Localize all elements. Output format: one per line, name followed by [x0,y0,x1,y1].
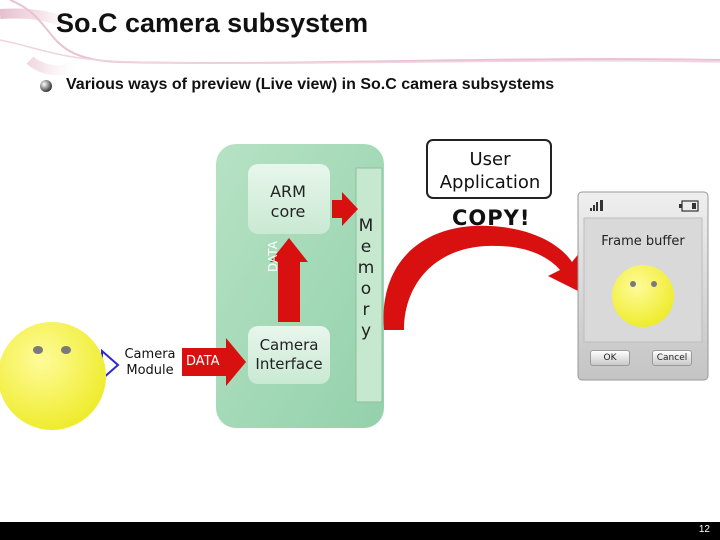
camera-module-label: Camera Module [124,347,176,378]
camera-interface-box [248,326,330,384]
slide-title: So.C camera subsystem [56,8,369,38]
battery-icon [679,200,699,212]
data-arrow-vertical [270,238,308,322]
frame-buffer-label: Frame buffer [601,234,685,249]
copy-label: COPY! [452,206,531,230]
header-swirl-decoration [0,0,720,76]
ok-button[interactable]: OK [590,350,630,366]
page-number: 12 [698,524,710,535]
data-vertical-label: DATA [266,241,280,272]
copy-arrow [383,225,584,330]
arm-core-label: ARM core [270,182,306,221]
memory-label: M e m o r y [357,216,375,341]
data-horizontal-label: DATA [186,354,220,369]
bullet-icon [40,80,52,92]
camera-interface-label: Camera Interface [255,336,323,373]
footer-bar [0,522,720,540]
camera-smiley [0,322,106,430]
arm-to-memory-arrow [332,192,358,226]
slide-subtitle: Various ways of preview (Live view) in S… [66,76,555,93]
user-application-label: User Application [439,149,541,193]
memory-block [355,167,383,403]
data-arrow-horizontal [182,338,246,386]
signal-icon [590,200,603,211]
user-application-box [426,139,552,199]
cancel-button[interactable]: Cancel [652,350,692,366]
arm-core-box [248,164,330,234]
frame-buffer-smiley [612,265,674,327]
